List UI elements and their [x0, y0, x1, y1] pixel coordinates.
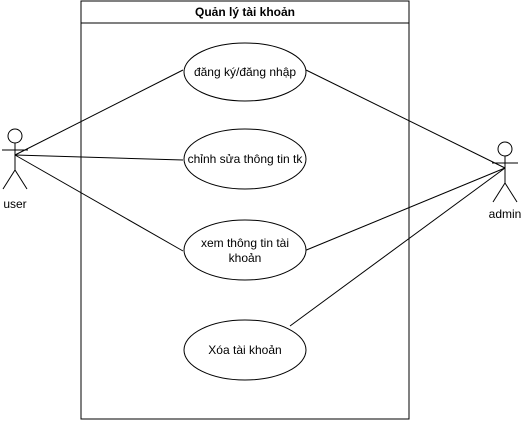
use-case-register-login[interactable]: đăng ký/đăng nhập — [183, 42, 307, 102]
actor-user-left-leg — [2, 169, 16, 190]
use-case-view-info-label-line2: khoản — [229, 251, 262, 265]
actor-user-label: user — [3, 197, 26, 211]
association-admin-register-login — [305, 69, 506, 169]
actor-user-right-leg — [14, 169, 28, 190]
actor-user[interactable] — [2, 128, 28, 190]
associations — [14, 69, 506, 327]
actor-admin-label: admin — [489, 207, 522, 221]
use-case-register-login-ellipse — [183, 42, 307, 102]
use-case-view-info-ellipse — [183, 219, 307, 281]
use-case-edit-info-ellipse — [183, 128, 307, 190]
actor-admin-right-leg — [504, 182, 518, 203]
actor-user-head-icon — [7, 128, 23, 144]
association-user-view-info — [14, 154, 184, 252]
use-case-register-login-label: đăng ký/đăng nhập — [194, 65, 296, 79]
actor-admin-left-leg — [492, 182, 506, 203]
use-case-edit-info-label: chỉnh sửa thông tin tk — [188, 152, 304, 166]
association-admin-delete-account — [289, 167, 506, 327]
actor-admin[interactable] — [492, 141, 518, 203]
association-user-register-login — [14, 69, 184, 156]
actor-admin-head-icon — [497, 141, 513, 157]
use-case-delete-account[interactable]: Xóa tài khoản — [183, 319, 307, 381]
system-title: Quản lý tài khoản — [195, 5, 295, 19]
use-case-view-info[interactable]: xem thông tin tài khoản — [183, 219, 307, 281]
association-admin-view-info — [303, 167, 506, 252]
use-case-delete-account-label: Xóa tài khoản — [208, 343, 281, 357]
use-case-view-info-label-line1: xem thông tin tài — [201, 236, 289, 250]
use-case-edit-info[interactable]: chỉnh sửa thông tin tk — [183, 128, 307, 190]
use-case-delete-account-ellipse — [183, 319, 307, 381]
association-user-edit-info — [14, 154, 184, 161]
